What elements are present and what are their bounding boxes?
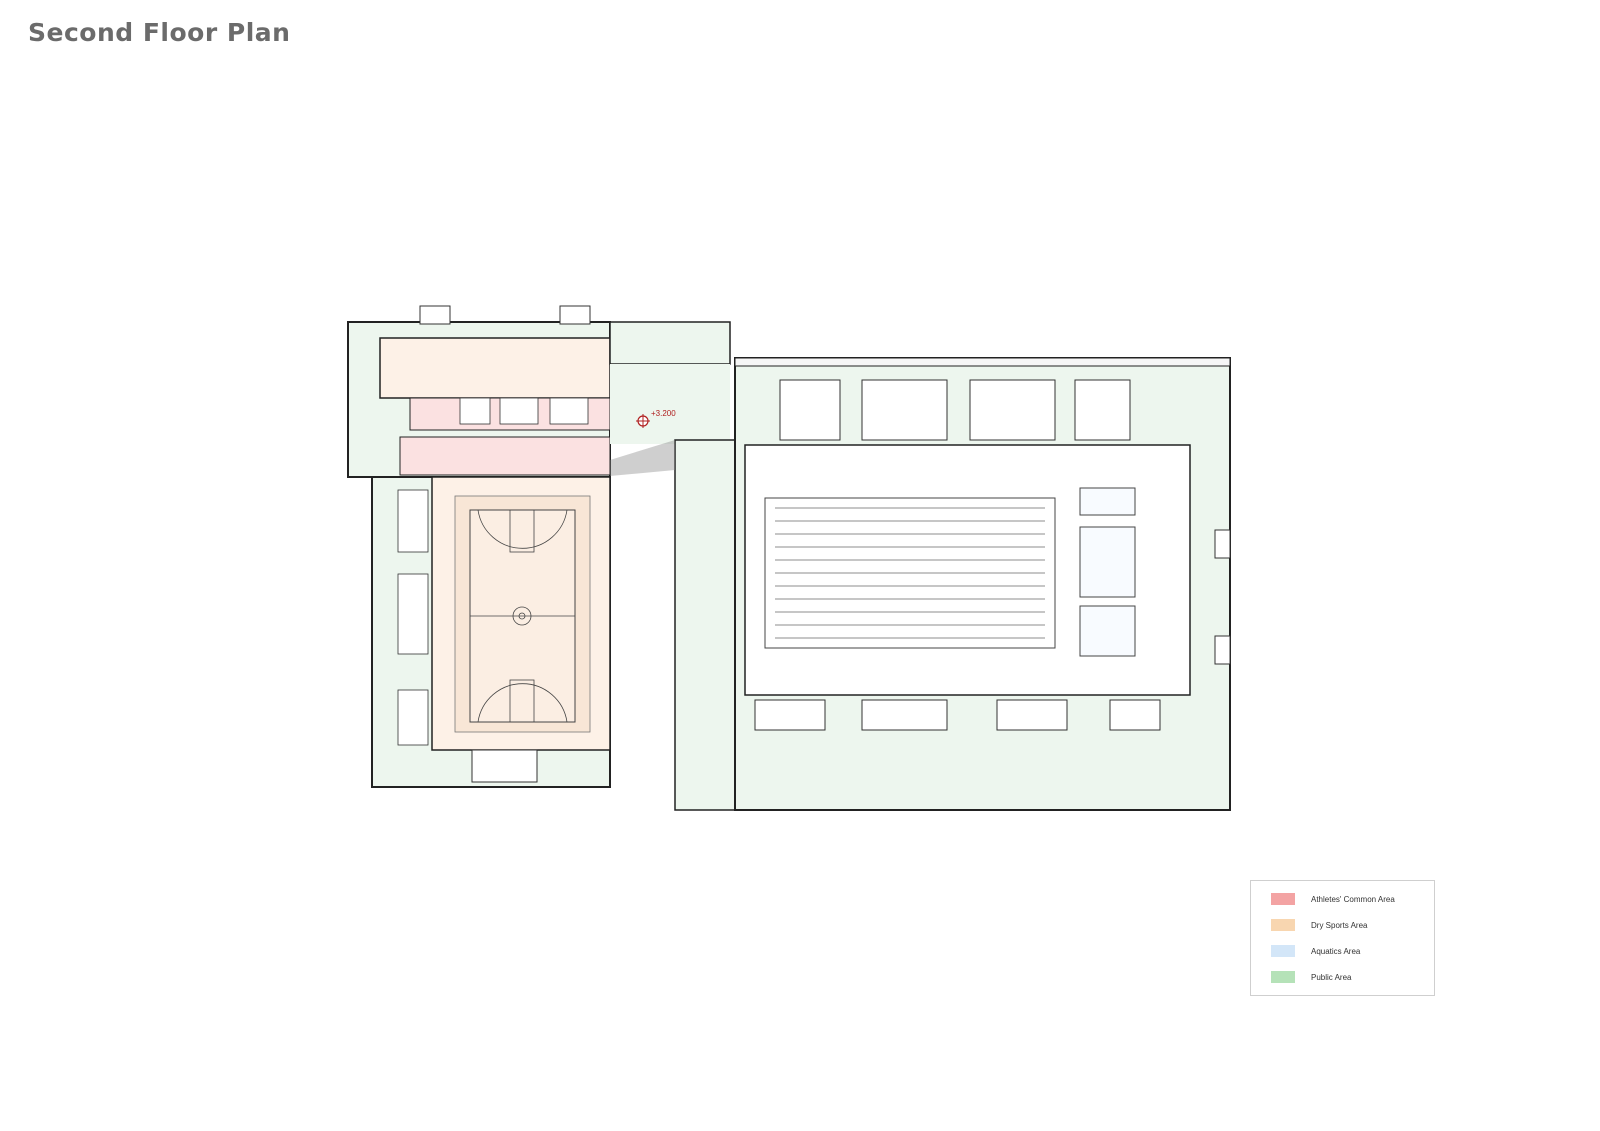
ramp [610, 440, 675, 476]
warmup-pool-1 [1079, 487, 1136, 516]
bleacher-1 [397, 489, 429, 553]
level-marker-text: +3.200 [651, 409, 676, 418]
legend-label-athletes: Athletes' Common Area [1311, 894, 1395, 904]
stair-north-2 [559, 305, 591, 325]
south-stand-1 [754, 699, 826, 731]
legend-item-aquatics: Aquatics Area [1271, 944, 1360, 958]
page-title: Second Floor Plan [28, 18, 291, 47]
west-wing [347, 305, 611, 788]
legend-swatch-athletes [1271, 893, 1295, 905]
legend-label-dry-sports: Dry Sports Area [1311, 920, 1368, 930]
east-wing [734, 357, 1231, 811]
diving-pool [1079, 526, 1136, 598]
locker-room-1 [459, 397, 491, 425]
court-three-point-bottom [477, 683, 568, 723]
court-key-top [509, 509, 535, 553]
public-concourse [609, 321, 736, 811]
locker-room-2 [499, 397, 539, 425]
legend-label-public: Public Area [1311, 972, 1352, 982]
south-stand-3 [996, 699, 1068, 731]
stair-south [471, 749, 538, 783]
pool-lanes [775, 507, 1045, 639]
stair-north-1 [419, 305, 451, 325]
legend-item-public: Public Area [1271, 970, 1351, 984]
level-marker: +3.200 [636, 409, 676, 428]
north-stand-2 [861, 379, 948, 441]
legend: Athletes' Common Area Dry Sports Area Aq… [1250, 880, 1435, 996]
court-key-bottom [509, 679, 535, 723]
court-three-point-top [477, 509, 568, 549]
legend-swatch-dry-sports [1271, 919, 1295, 931]
concourse-lobby [610, 364, 730, 444]
legend-label-aquatics: Aquatics Area [1311, 946, 1361, 956]
legend-swatch-public [1271, 971, 1295, 983]
legend-swatch-aquatics [1271, 945, 1295, 957]
south-stand-4 [1109, 699, 1161, 731]
concourse-north [609, 321, 731, 365]
legend-item-athletes: Athletes' Common Area [1271, 892, 1395, 906]
north-stand-4 [1074, 379, 1131, 441]
stair-east-2 [1214, 635, 1231, 665]
north-stand-1 [779, 379, 841, 441]
court-center-dot [518, 612, 526, 620]
locker-room-3 [549, 397, 589, 425]
concourse-east [674, 439, 736, 811]
court-center-circle [512, 606, 532, 626]
dry-sports-hall-upper [379, 337, 611, 399]
athletes-common-corridor [399, 436, 611, 476]
north-stand-3 [969, 379, 1056, 441]
north-facade [734, 357, 1231, 367]
bleacher-3 [397, 689, 429, 746]
stair-east-1 [1214, 529, 1231, 559]
warmup-pool-2 [1079, 605, 1136, 657]
south-stand-2 [861, 699, 948, 731]
bleacher-2 [397, 573, 429, 655]
legend-item-dry-sports: Dry Sports Area [1271, 918, 1367, 932]
